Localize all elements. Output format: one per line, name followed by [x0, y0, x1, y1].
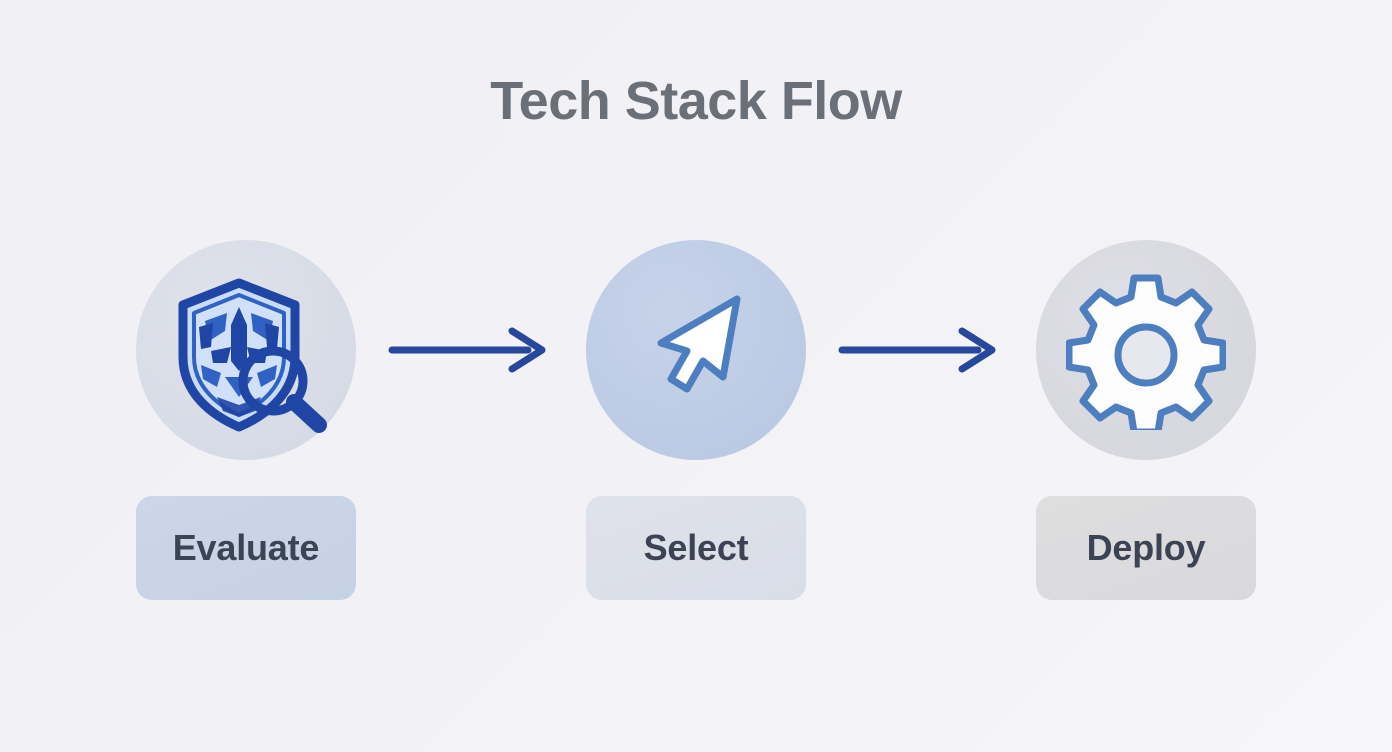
step-label-deploy[interactable]: Deploy	[1036, 496, 1256, 600]
flow-node-select[interactable]	[586, 240, 806, 460]
icon-circle-deploy	[1036, 240, 1256, 460]
label-slot-deploy: Deploy	[1036, 496, 1256, 600]
arrow-right-icon	[836, 327, 1006, 373]
page-title: Tech Stack Flow	[490, 71, 902, 131]
label-row: Evaluate Select Deploy	[0, 495, 1392, 601]
cursor-arrow-icon	[631, 285, 761, 415]
label-slot-select: Select	[586, 496, 806, 600]
connector-2	[806, 320, 1036, 380]
flow-node-evaluate[interactable]	[136, 240, 356, 460]
gear-icon	[1066, 270, 1226, 430]
icon-circle-select	[586, 240, 806, 460]
shield-lion-magnifier-icon	[161, 265, 331, 435]
step-label-evaluate[interactable]: Evaluate	[136, 496, 356, 600]
label-slot-evaluate: Evaluate	[136, 496, 356, 600]
icon-circle-evaluate	[136, 240, 356, 460]
flow-node-deploy[interactable]	[1036, 240, 1256, 460]
connector-1	[356, 320, 586, 380]
step-label-select[interactable]: Select	[586, 496, 806, 600]
flow-row	[0, 230, 1392, 470]
arrow-right-icon	[386, 327, 556, 373]
